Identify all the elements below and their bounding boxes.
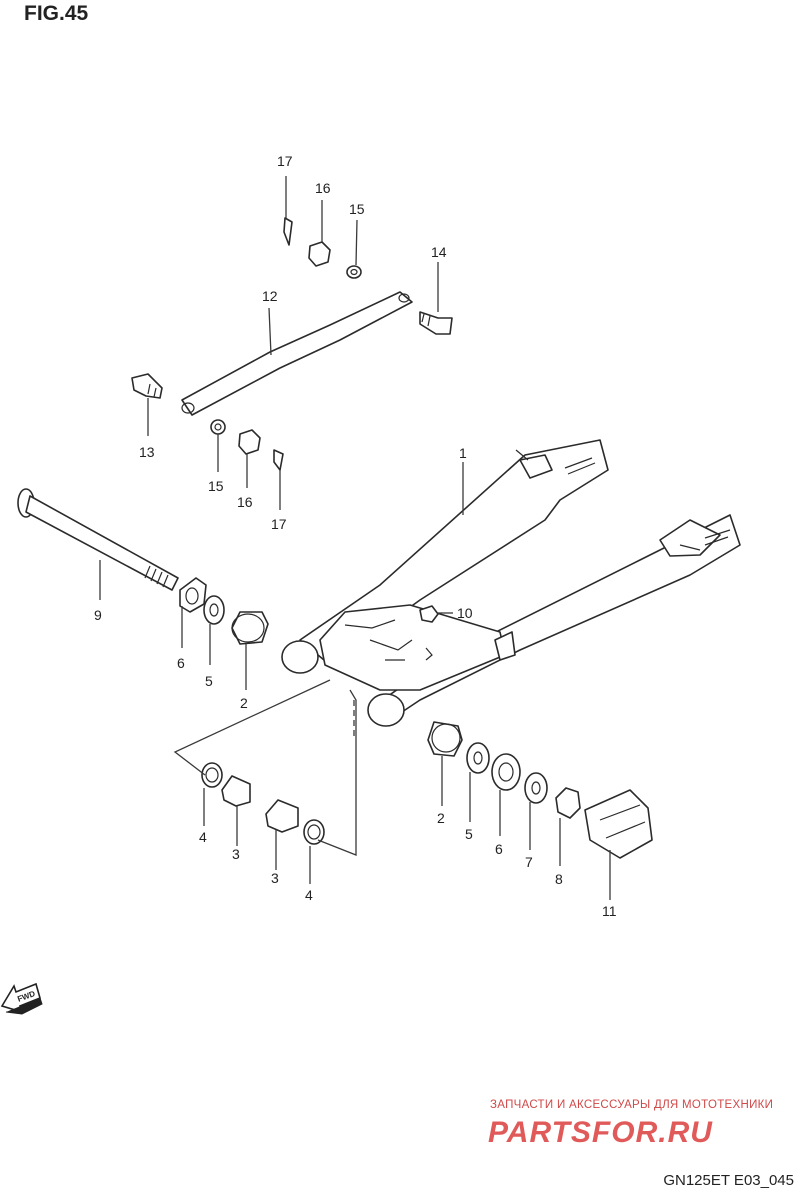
callout-14: 14 — [431, 244, 447, 260]
callout-4-left: 4 — [199, 829, 207, 845]
callout-4-right: 4 — [305, 887, 313, 903]
callout-1: 1 — [459, 445, 467, 461]
figure-title: FIG.45 — [24, 2, 89, 25]
callout-12: 12 — [262, 288, 278, 304]
callout-11: 11 — [602, 903, 617, 919]
leader-lines — [99, 176, 611, 900]
callout-16-top: 16 — [315, 180, 331, 196]
pivot-shaft — [17, 488, 179, 591]
callout-5-right: 5 — [465, 826, 473, 842]
callout-10: 10 — [457, 605, 473, 621]
callout-17-bottom: 17 — [271, 516, 287, 532]
watermark-logo: PARTSFOR.RU — [488, 1116, 713, 1149]
callout-2-right: 2 — [437, 810, 445, 826]
callout-7: 7 — [525, 854, 533, 870]
forward-arrow-icon: FWD — [0, 982, 43, 1015]
callout-3-right: 3 — [271, 870, 279, 886]
watermark-logo-text: PARTSFOR.RU — [488, 1116, 713, 1149]
callout-17-top: 17 — [277, 153, 293, 169]
callout-15-bottom: 15 — [208, 478, 224, 494]
watermark-tagline: ЗАПЧАСТИ И АКСЕССУАРЫ ДЛЯ МОТОТЕХНИКИ — [490, 1099, 774, 1111]
callout-13: 13 — [139, 444, 155, 460]
callout-5-left: 5 — [205, 673, 213, 689]
diagram-code: GN125ET E03_045 — [663, 1172, 794, 1189]
hardware — [131, 217, 653, 859]
callout-2-left: 2 — [240, 695, 248, 711]
assembly-lines — [173, 679, 357, 856]
callout-15-top: 15 — [349, 201, 365, 217]
callout-8: 8 — [555, 871, 563, 887]
swingarm — [281, 439, 741, 727]
torque-link — [181, 291, 413, 416]
callout-6-right: 6 — [495, 841, 503, 857]
callout-3-left: 3 — [232, 846, 240, 862]
callout-6-left: 6 — [177, 655, 185, 671]
callout-9: 9 — [94, 607, 102, 623]
callout-labels: 17 16 15 14 12 13 15 16 17 1 9 10 6 5 2 … — [94, 153, 617, 919]
callout-16-bottom: 16 — [237, 494, 253, 510]
